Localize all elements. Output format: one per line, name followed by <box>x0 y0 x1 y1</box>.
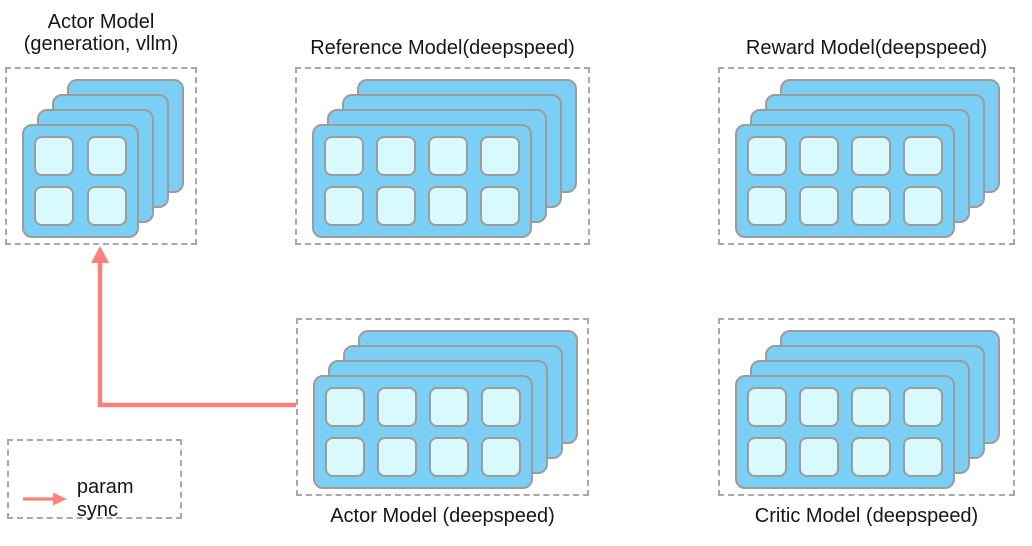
gpu-cell <box>799 136 839 176</box>
gpu-cell <box>34 136 74 176</box>
reference-model-box <box>295 67 590 245</box>
gpu-grid <box>747 387 943 477</box>
reference-model-title: Reference Model(deepspeed) <box>310 37 575 59</box>
actor-vllm-title: Actor Model (generation, vllm) <box>5 11 197 55</box>
gpu-cell <box>377 437 417 477</box>
gpu-cell <box>429 387 469 427</box>
gpu-cell <box>376 186 416 226</box>
actor-vllm-title-line1: Actor Model <box>47 11 155 33</box>
gpu-cell <box>34 186 74 226</box>
gpu-cell <box>747 186 787 226</box>
gpu-cell <box>851 186 891 226</box>
gpu-cell <box>903 387 943 427</box>
gpu-cell <box>851 437 891 477</box>
gpu-cell <box>324 136 364 176</box>
legend-row: param sync <box>18 476 180 521</box>
reward-model-box <box>718 67 1015 245</box>
critic-model-title: Critic Model (deepspeed) <box>754 505 979 527</box>
actor-vllm-box <box>5 67 197 245</box>
param-sync-arrow-icon <box>22 492 67 506</box>
gpu-cell <box>87 136 127 176</box>
legend-box: param sync <box>7 439 182 521</box>
gpu-cell <box>376 136 416 176</box>
gpu-cell <box>480 186 520 226</box>
gpu-cell <box>428 186 468 226</box>
gpu-cell <box>851 387 891 427</box>
gpu-cell <box>747 387 787 427</box>
gpu-cell <box>799 437 839 477</box>
actor-model-deepspeed-title: Actor Model (deepspeed) <box>330 505 555 527</box>
gpu-card <box>22 124 139 238</box>
gpu-card <box>312 124 532 238</box>
gpu-cell <box>903 437 943 477</box>
gpu-grid <box>325 387 521 477</box>
gpu-cell <box>747 437 787 477</box>
actor-vllm-title-line2: (generation, vllm) <box>23 33 179 55</box>
gpu-cell <box>903 136 943 176</box>
gpu-cell <box>903 186 943 226</box>
gpu-cell <box>325 437 365 477</box>
gpu-grid <box>747 136 943 226</box>
gpu-card <box>313 375 533 489</box>
gpu-grid <box>34 136 127 226</box>
gpu-cell <box>799 186 839 226</box>
legend-label: param sync <box>76 476 134 521</box>
critic-model-box <box>718 318 1015 496</box>
gpu-cell <box>480 136 520 176</box>
actor-model-deepspeed-box <box>296 318 589 496</box>
gpu-cell <box>851 136 891 176</box>
gpu-cell <box>324 186 364 226</box>
gpu-cell <box>481 387 521 427</box>
gpu-cell <box>428 136 468 176</box>
reward-model-title: Reward Model(deepspeed) <box>745 37 988 59</box>
gpu-cell <box>747 136 787 176</box>
gpu-cell <box>429 437 469 477</box>
gpu-card <box>735 375 955 489</box>
gpu-cell <box>481 437 521 477</box>
gpu-cell <box>377 387 417 427</box>
gpu-grid <box>324 136 520 226</box>
gpu-cell <box>87 186 127 226</box>
gpu-cell <box>325 387 365 427</box>
gpu-cell <box>799 387 839 427</box>
gpu-card <box>735 124 955 238</box>
